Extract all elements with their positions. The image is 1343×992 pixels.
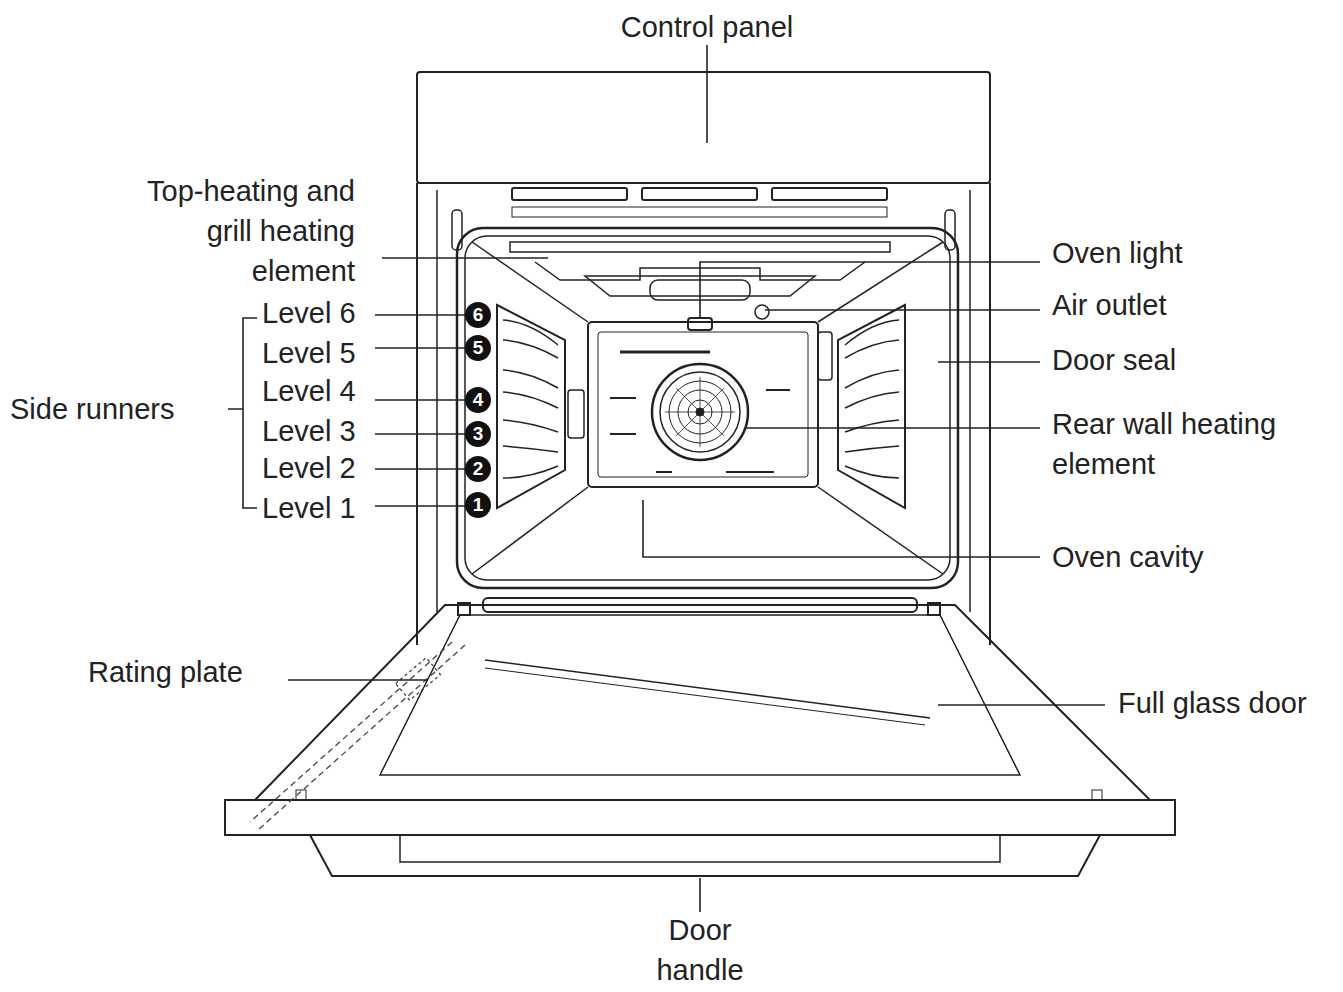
part-label: Door seal <box>1052 340 1332 380</box>
full-glass-door <box>400 835 1000 862</box>
part-label: Oven light <box>1052 233 1332 273</box>
part-label: Oven cavity <box>1052 537 1332 577</box>
part-label: Full glass door <box>1118 683 1340 723</box>
level-label: Level 1 <box>262 488 372 528</box>
level-label: Level 5 <box>262 333 372 373</box>
oven-cavity <box>588 322 818 487</box>
side-runner <box>497 305 905 508</box>
callout-number: 4 <box>465 387 491 413</box>
rear-wall-fan <box>665 377 735 447</box>
leader-line <box>228 45 1105 912</box>
level-label: Level 3 <box>262 411 372 451</box>
full-glass-door <box>1092 790 1102 800</box>
oven-cavity <box>620 351 710 354</box>
oven-body <box>512 207 887 217</box>
callout-number: 1 <box>465 492 491 518</box>
side-runner <box>497 305 565 508</box>
oven-body <box>417 72 990 645</box>
oven-cavity <box>598 332 808 477</box>
leader-line <box>288 679 428 681</box>
full-glass-door <box>928 603 940 615</box>
door-seal <box>457 228 958 588</box>
rating-plate <box>396 658 441 701</box>
part-label: Control panel <box>577 7 837 47</box>
leader-line <box>765 309 1040 311</box>
oven-cavity <box>610 397 636 399</box>
oven-cavity <box>766 389 790 391</box>
leader-line <box>382 257 548 259</box>
leader-line <box>745 427 1040 429</box>
leader-line <box>228 318 257 508</box>
oven-cavity <box>656 471 672 473</box>
leader-line <box>375 468 465 470</box>
rear-wall-fan <box>660 372 740 452</box>
part-label: Air outlet <box>1052 285 1332 325</box>
side-runner <box>838 305 905 508</box>
leader-line <box>643 500 1040 557</box>
rear-wall-fan <box>652 364 748 460</box>
top-heating-element <box>510 242 890 252</box>
side-runner <box>845 320 899 478</box>
callout-number: 6 <box>465 302 491 328</box>
full-glass-door <box>225 800 1175 835</box>
oven-body <box>772 188 887 200</box>
top-heating-element <box>688 318 712 330</box>
leader-line <box>938 704 1105 706</box>
part-label: Rating plate <box>88 652 288 692</box>
oven-body <box>989 183 991 645</box>
oven-cavity <box>818 487 943 574</box>
oven-body <box>969 190 971 612</box>
full-glass-door <box>458 603 470 615</box>
rating-plate <box>250 642 452 822</box>
oven-body <box>416 183 418 645</box>
rear-wall-fan <box>652 364 748 460</box>
leader-line <box>375 505 465 507</box>
oven-body <box>417 72 990 183</box>
oven-body <box>452 210 462 250</box>
full-glass-door <box>485 668 925 725</box>
door-seal <box>457 228 958 588</box>
part-label: Rear wall heating element <box>1052 404 1317 484</box>
leader-line <box>375 399 465 401</box>
oven-cavity <box>610 433 636 435</box>
oven-body <box>642 188 757 200</box>
full-glass-door <box>380 615 1020 775</box>
side-runner <box>503 320 558 478</box>
rating-plate <box>250 642 465 830</box>
leader-line <box>938 361 1040 363</box>
oven-cavity <box>472 242 943 574</box>
leader-line <box>375 433 465 435</box>
oven-cavity <box>818 332 832 380</box>
full-glass-door <box>255 605 1150 800</box>
level-label: Level 6 <box>262 293 372 333</box>
door-seal <box>465 236 950 580</box>
full-glass-door <box>485 660 930 718</box>
level-label: Level 2 <box>262 448 372 488</box>
callout-number: 5 <box>465 335 491 361</box>
callout-number: 3 <box>465 421 491 447</box>
part-label: Top-heating and grill heating element <box>147 171 355 291</box>
leader-line <box>700 262 1040 318</box>
oven-cavity <box>726 471 774 473</box>
part-label: Door handle <box>650 910 750 990</box>
top-heating-element <box>755 305 769 319</box>
rating-plate <box>258 645 465 830</box>
full-glass-door <box>225 598 1175 876</box>
full-glass-door <box>310 835 1100 876</box>
level-label: Level 4 <box>262 371 372 411</box>
leader-line <box>375 347 465 349</box>
oven-cavity <box>568 390 584 438</box>
leader-line <box>706 45 708 143</box>
oven-body <box>945 210 955 250</box>
leader-line <box>375 314 465 316</box>
group-label: Side runners <box>10 389 220 429</box>
oven-body <box>436 190 438 612</box>
leader-line <box>699 878 701 912</box>
callout-number: 2 <box>465 456 491 482</box>
oven-body <box>512 188 627 200</box>
